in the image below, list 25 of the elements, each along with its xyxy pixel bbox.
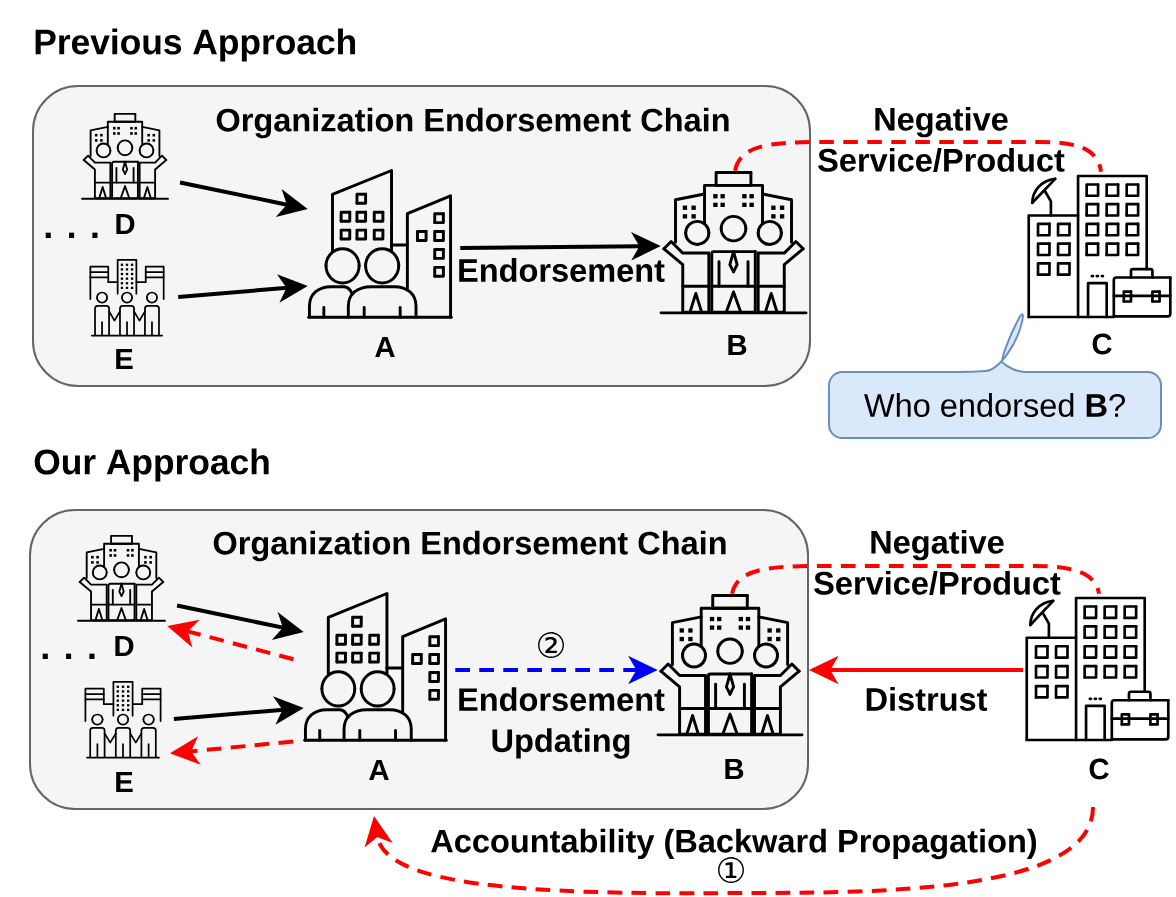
dashed-line [733, 140, 1103, 173]
node-label: D [115, 635, 134, 657]
step-number: ① [718, 857, 744, 883]
node-label: E [116, 348, 133, 370]
step-number: ② [538, 632, 564, 658]
ellipsis: . . . [42, 653, 95, 659]
edge-label: Negative Service/Product [814, 529, 1061, 596]
node-label: C [1089, 758, 1109, 780]
edge-label: Endorsement [459, 258, 665, 282]
section-heading: Previous Approach [35, 28, 355, 62]
node-label: E [116, 771, 133, 793]
edge-label: Accountability (Backward Propagation) [431, 828, 1037, 860]
node-label: D [116, 213, 135, 235]
edge-label: Negative Service/Product [818, 106, 1065, 173]
node-label: B [728, 334, 747, 356]
ellipsis: . . . [45, 232, 98, 238]
dashed-arrow [364, 806, 1095, 896]
node-label: B [725, 758, 744, 780]
section-heading: Our Approach [34, 448, 269, 482]
edge-label: Distrust [866, 687, 988, 711]
node-label: C [1092, 333, 1112, 355]
dashed-line [730, 564, 1101, 595]
node-label: A [369, 759, 389, 781]
edge-label: Endorsement Updating [459, 687, 665, 759]
node-label: A [375, 336, 395, 358]
